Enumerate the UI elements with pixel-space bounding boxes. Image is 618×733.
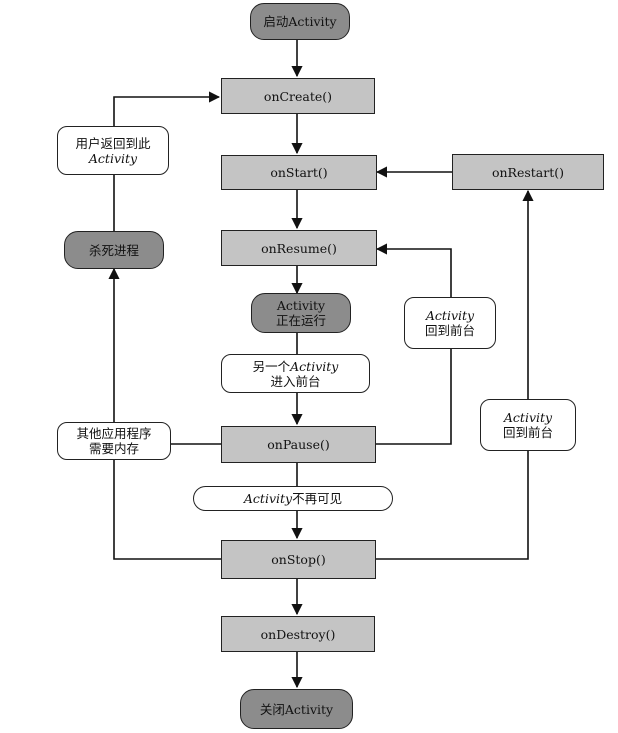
arrow-kill-to-oncreate — [113, 91, 221, 231]
onrestart-label: onRestart() — [491, 164, 565, 180]
memory-needed-line2: 需要内存 — [88, 441, 139, 456]
user-return-line1: 用户返回到此 — [75, 135, 151, 151]
back-front-resume-line1: Activity — [425, 308, 475, 323]
ondestroy-label: onDestroy() — [260, 626, 336, 642]
running-line2: 正在运行 — [275, 313, 326, 328]
activity-running-node: Activity 正在运行 — [251, 293, 351, 333]
kill-process-label: 杀死进程 — [88, 242, 139, 258]
other-activity-line1b: Activity — [290, 358, 339, 374]
not-visible-part1: Activity — [243, 491, 293, 506]
memory-needed-line1: 其他应用程序 — [76, 426, 152, 441]
kill-process-node: 杀死进程 — [64, 231, 164, 269]
onresume-box: onResume() — [221, 230, 377, 266]
onstart-label: onStart() — [270, 165, 328, 180]
line-onstop-to-kill — [113, 444, 221, 560]
arrow-onstop-to-onrestart — [376, 189, 534, 560]
not-visible-part2: 不再可见 — [292, 491, 343, 506]
ondestroy-box: onDestroy() — [221, 616, 375, 652]
oncreate-box: onCreate() — [221, 78, 375, 114]
user-return-note: 用户返回到此 Activity — [57, 126, 169, 175]
oncreate-label: onCreate() — [263, 88, 333, 104]
back-front-resume-line2: 回到前台 — [424, 323, 475, 338]
other-activity-line1a: 另一个 — [252, 358, 291, 374]
start-activity-node: 启动Activity — [250, 3, 350, 40]
close-activity-node: 关闭Activity — [240, 689, 353, 729]
running-line1: Activity — [276, 298, 326, 313]
back-front-restart-line1: Activity — [503, 410, 553, 425]
other-activity-note: 另一个Activity 进入前台 — [221, 354, 370, 393]
onstop-label: onStop() — [271, 552, 326, 567]
onpause-label: onPause() — [267, 437, 330, 452]
close-activity-label: 关闭Activity — [259, 701, 334, 717]
other-activity-line2: 进入前台 — [270, 373, 321, 389]
onrestart-box: onRestart() — [452, 154, 604, 190]
user-return-line2: Activity — [88, 150, 138, 166]
back-front-restart-line2: 回到前台 — [502, 425, 553, 440]
other-activity-line1: 另一个Activity — [253, 359, 339, 374]
onstart-box: onStart() — [221, 155, 377, 190]
back-to-front-restart-note: Activity 回到前台 — [480, 399, 576, 451]
back-to-front-resume-note: Activity 回到前台 — [404, 297, 496, 349]
onpause-box: onPause() — [221, 426, 376, 463]
start-activity-label: 启动Activity — [263, 14, 337, 29]
onstop-box: onStop() — [221, 540, 376, 579]
onresume-label: onResume() — [261, 240, 337, 256]
memory-needed-note: 其他应用程序 需要内存 — [57, 422, 171, 460]
